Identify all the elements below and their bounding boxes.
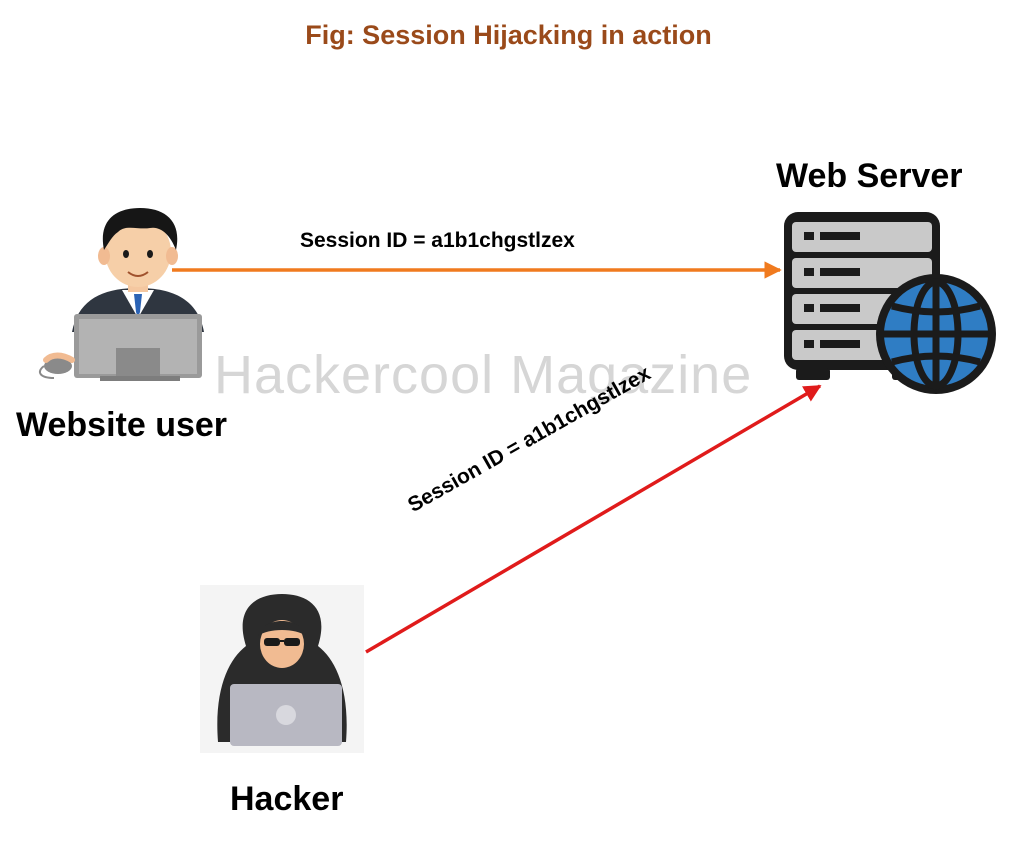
edge-label-user-server: Session ID = a1b1chgstlzex <box>300 229 575 252</box>
mouse-icon <box>38 352 75 379</box>
laptop-icon <box>74 314 202 381</box>
watermark-text: Hackercool Magazine <box>214 345 753 405</box>
hooded-hacker-icon <box>200 585 364 753</box>
node-label-website-user: Website user <box>16 406 228 444</box>
website-user-icon <box>38 208 204 381</box>
edge-hacker-to-server <box>365 384 822 654</box>
globe-icon <box>876 274 996 394</box>
node-label-hacker: Hacker <box>230 780 344 818</box>
node-label-web-server: Web Server <box>776 157 963 195</box>
businessman-icon <box>72 208 204 332</box>
figure-title: Fig: Session Hijacking in action <box>305 20 712 50</box>
